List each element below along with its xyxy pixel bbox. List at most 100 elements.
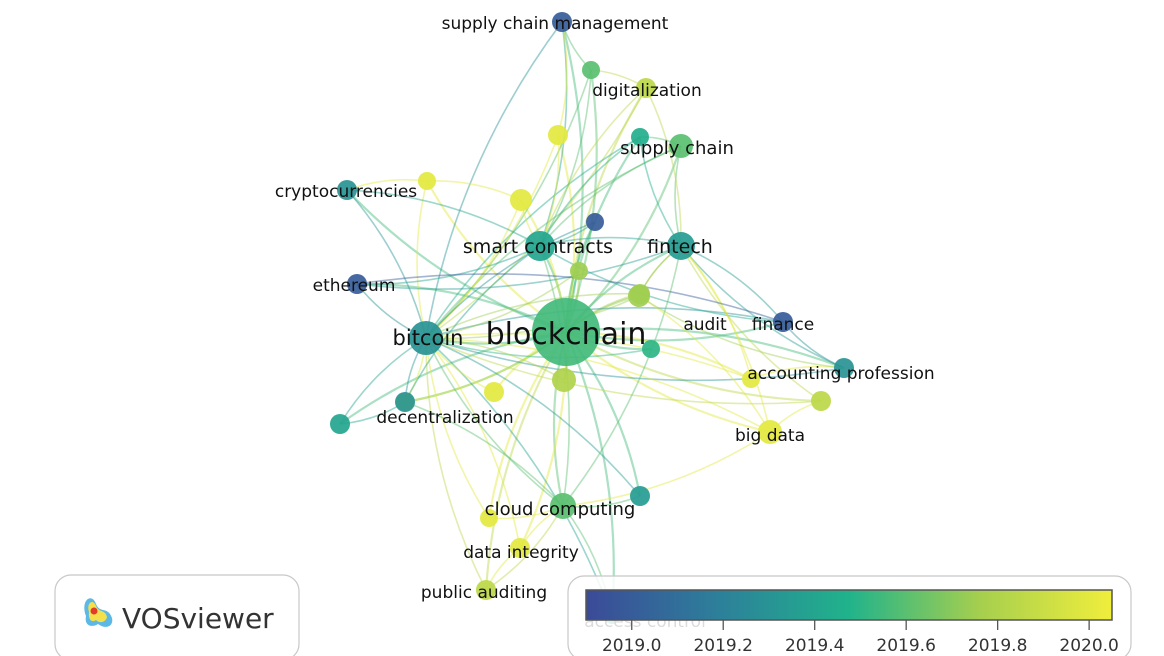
- node-bitcoin[interactable]: [409, 321, 443, 355]
- node-fintech[interactable]: [667, 232, 695, 260]
- node-supply-chain[interactable]: [669, 134, 693, 158]
- edge-bitcoin-supply-chain-management: [425, 21, 563, 339]
- edge-cloud-computing-decentralization: [404, 401, 564, 507]
- edge-bitcoin-cryptocurrencies: [346, 189, 427, 339]
- edge-bitcoin-digitalization: [425, 87, 647, 339]
- node-n-a[interactable]: [582, 61, 600, 79]
- edge-blockchain-n-o: [565, 331, 822, 403]
- label-smart-contracts: smart contracts: [463, 236, 613, 258]
- node-data-integrity[interactable]: [510, 538, 530, 558]
- edge-bitcoin-n-g: [425, 270, 580, 339]
- node-accounting-profession[interactable]: [834, 358, 854, 378]
- edge-smart-contracts-cryptocurrencies: [346, 189, 541, 247]
- node-n-f[interactable]: [586, 213, 604, 231]
- node-n-d[interactable]: [418, 172, 436, 190]
- label-accounting-profession: accounting profession: [747, 364, 934, 384]
- edge-smart-contracts-n-b: [539, 136, 641, 247]
- node-decentralization[interactable]: [395, 392, 415, 412]
- edge-blockchain-cryptocurrencies: [346, 189, 567, 334]
- edge-fintech-n-o: [680, 245, 822, 402]
- edge-smart-contracts-ethereum: [356, 245, 541, 285]
- node-n-e[interactable]: [510, 189, 532, 211]
- edge-smart-contracts-decentralization: [404, 245, 541, 403]
- label-digitalization: digitalization: [592, 81, 701, 101]
- edge-n-c-supply-chain-management: [557, 21, 568, 136]
- node-n-j[interactable]: [552, 368, 576, 392]
- label-ethereum: ethereum: [313, 276, 396, 296]
- edge-bitcoin-data-integrity: [425, 337, 521, 549]
- node-n-o[interactable]: [811, 391, 831, 411]
- edge-fintech-cloud-computing: [562, 245, 682, 507]
- edge-n-d-n-e: [426, 180, 522, 201]
- legend-colorbar: [585, 589, 1113, 621]
- edge-ethereum-fintech: [356, 245, 682, 290]
- edge-smart-contracts-digitalization: [539, 87, 647, 247]
- node-supply-chain-management[interactable]: [552, 12, 572, 32]
- node-digitalization[interactable]: [636, 78, 656, 98]
- edge-fintech-n-n: [680, 245, 752, 380]
- vosviewer-logo-icon: [84, 598, 113, 627]
- edge-blockchain-supply-chain-management: [560, 21, 584, 333]
- node-audit[interactable]: [628, 285, 650, 307]
- node-big-data[interactable]: [758, 420, 782, 444]
- edge-ethereum-finance: [356, 273, 784, 323]
- edge-bitcoin-n-i: [425, 337, 652, 359]
- edge-fintech-finance: [680, 245, 784, 323]
- edge-bitcoin-accounting-profession: [425, 337, 845, 382]
- edge-bitcoin-n-c: [425, 134, 559, 339]
- node-n-g[interactable]: [570, 262, 588, 280]
- node-n-p[interactable]: [630, 486, 650, 506]
- edge-bitcoin-access-control: [425, 337, 613, 617]
- label-public-auditing: public auditing: [421, 583, 547, 603]
- legend-tick-label: 2020.0: [1059, 636, 1118, 656]
- node-ethereum[interactable]: [347, 274, 367, 294]
- brand-name: VOSviewer: [122, 602, 274, 635]
- label-finance: finance: [752, 315, 814, 335]
- label-fintech: fintech: [647, 236, 713, 258]
- node-cloud-computing[interactable]: [550, 493, 576, 519]
- edge-smart-contracts-fintech: [539, 236, 682, 247]
- edge-fintech-big-data: [680, 245, 771, 433]
- edge-bitcoin-n-e: [425, 199, 522, 339]
- node-n-i[interactable]: [642, 340, 660, 358]
- node-n-c[interactable]: [548, 125, 568, 145]
- label-cloud-computing: cloud computing: [485, 499, 636, 520]
- legend-tick-label: 2019.2: [693, 636, 752, 656]
- label-blockchain: blockchain: [486, 317, 647, 352]
- edge-bitcoin-n-d: [416, 180, 428, 339]
- legend-tick-label: 2019.6: [876, 636, 935, 656]
- node-n-k[interactable]: [484, 382, 504, 402]
- node-n-m[interactable]: [330, 414, 350, 434]
- node-blockchain[interactable]: [532, 298, 600, 366]
- nodes-layer: [330, 12, 854, 624]
- node-n-b[interactable]: [631, 128, 649, 146]
- edge-cloud-computing-bitcoin: [425, 337, 564, 507]
- edge-smart-contracts-finance: [539, 245, 784, 323]
- node-smart-contracts[interactable]: [525, 231, 555, 261]
- edge-smart-contracts-n-a: [539, 69, 592, 247]
- node-n-q[interactable]: [480, 509, 498, 527]
- node-cryptocurrencies[interactable]: [337, 180, 357, 200]
- edge-bitcoin-n-p: [425, 337, 641, 497]
- label-supply-chain-management: supply chain management: [442, 14, 669, 34]
- node-finance[interactable]: [773, 312, 793, 332]
- edge-bitcoin-supply-chain: [425, 145, 682, 339]
- label-cryptocurrencies: cryptocurrencies: [275, 182, 417, 202]
- edge-bitcoin-n-q: [425, 337, 490, 519]
- edge-blockchain-accounting-profession: [565, 327, 845, 370]
- brand-box: [54, 574, 300, 656]
- label-audit: audit: [683, 315, 727, 335]
- edge-blockchain-public-auditing: [484, 331, 567, 591]
- node-n-n[interactable]: [742, 370, 760, 388]
- edge-fintech-digitalization: [645, 87, 682, 247]
- edge-blockchain-n-a: [564, 69, 598, 333]
- edge-fintech-accounting-profession: [680, 245, 845, 369]
- edge-bitcoin-n-j: [425, 337, 565, 381]
- node-public-auditing[interactable]: [476, 580, 496, 600]
- edge-bitcoin-n-b: [425, 136, 641, 339]
- edge-audit-accounting-profession: [638, 295, 845, 369]
- edge-bitcoin-finance: [425, 307, 784, 339]
